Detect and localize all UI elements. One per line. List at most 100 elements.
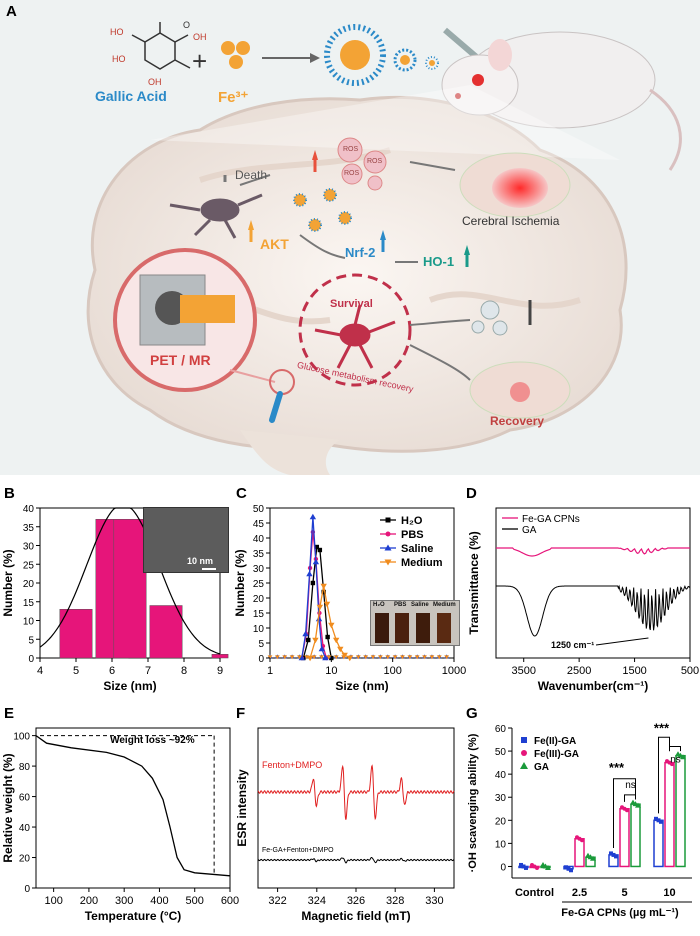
chart-g-bracket-ns-1 — [624, 794, 636, 802]
chart-g-bracket-2 — [658, 736, 670, 814]
chart-g-point — [545, 864, 551, 870]
svg-text:OH: OH — [148, 77, 162, 87]
chart-g-bracket-1 — [613, 778, 636, 848]
tem-scale-label: 10 nm — [187, 556, 214, 566]
chart-f-xtick-label: 328 — [386, 895, 404, 907]
chart-c-point — [306, 570, 313, 577]
chart-g-legend-label: Fe(III)-GA — [534, 749, 579, 760]
chart-c-legend-label: PBS — [401, 529, 424, 541]
chart-c-baseline-point — [370, 655, 376, 660]
chart-b-ytick-label: 10 — [23, 617, 35, 628]
chart-g-ns-1: ns — [625, 780, 636, 791]
chart-g-xtick-label: 10 — [663, 887, 675, 899]
chart-c-baseline-point — [355, 655, 361, 660]
chart-c-xtick-label: 1000 — [442, 665, 466, 677]
chart-c-point — [322, 654, 329, 661]
chart-c-baseline-point — [333, 655, 339, 660]
chart-c-ytick-label: 5 — [258, 639, 264, 650]
chart-c-point — [310, 580, 316, 586]
chart-g-sig-2: *** — [654, 721, 670, 736]
ho1-label: HO-1 — [423, 254, 455, 269]
chart-c-ytick-label: 50 — [253, 504, 265, 515]
chart-c-point — [318, 645, 326, 652]
chart-d-axes-frame — [495, 507, 691, 659]
chart-c-xtick-label: 10 — [325, 665, 337, 677]
panel-label-b: B — [4, 485, 15, 502]
ros-cluster — [337, 137, 387, 191]
chart-d-xtick-label: 1500 — [622, 665, 646, 677]
chart-e-ytick-label: 80 — [19, 762, 31, 773]
chart-g-ytick-label: 0 — [500, 862, 506, 873]
chart-c-baseline-point — [414, 655, 420, 660]
chart-c-baseline-point — [274, 655, 280, 660]
chart-b-ytick-label: 25 — [23, 560, 35, 571]
chart-c-ytick-label: 20 — [253, 594, 265, 605]
chart-e-xtick-label: 600 — [221, 895, 239, 907]
chart-g-bar — [630, 803, 641, 868]
nrf2-label: Nrf-2 — [345, 245, 376, 260]
chart-g-legend-label: Fe(II)-GA — [534, 736, 576, 747]
chart-c-point — [328, 622, 335, 629]
chart-g-point — [654, 816, 658, 821]
vial-label-saline: Saline — [411, 602, 429, 608]
chart-b-ytick-label: 20 — [23, 579, 35, 590]
chart-c-baseline-point — [348, 655, 354, 660]
chart-g-xtick-label: 2.5 — [572, 887, 587, 899]
ros-label-1: ROS — [343, 146, 359, 153]
chart-c-legend-marker — [384, 544, 392, 551]
chart-c-legend-marker — [385, 531, 391, 537]
chart-g-legend-marker — [520, 762, 528, 769]
chart-c-point — [325, 634, 330, 640]
chart-g-point — [590, 855, 596, 861]
chart-c-baseline-point — [267, 655, 273, 660]
chart-g-point — [564, 865, 568, 870]
chart-g-point — [569, 868, 573, 873]
ros-label-3: ROS — [344, 170, 360, 177]
chart-c-point — [320, 583, 327, 590]
chart-c-point — [312, 637, 319, 644]
chart-b-xtick-label: 9 — [217, 665, 223, 677]
chart-c-baseline-point — [378, 655, 383, 660]
panel-label-f: F — [236, 705, 246, 722]
chart-c-legend-label: H₂O — [401, 515, 423, 527]
chart-f-xtick-label: 322 — [268, 895, 286, 907]
panel-label-e: E — [4, 705, 15, 722]
chart-b-ylabel: Number (%) — [1, 549, 15, 616]
chart-b-ytick-label: 35 — [23, 523, 35, 534]
chart-c-point — [332, 637, 340, 644]
chart-f-xtick-label: 330 — [425, 895, 443, 907]
chart-g-point — [521, 864, 526, 869]
chart-c-ylabel: Number (%) — [233, 549, 247, 616]
svg-text:+: + — [192, 46, 207, 76]
chart-g-ytick-label: 30 — [495, 793, 507, 804]
chart-g-ns-2: ns — [670, 755, 681, 766]
chart-g-point — [659, 819, 663, 824]
chart-e-ylabel: Relative weight (%) — [1, 753, 15, 862]
chart-c-baseline-point — [429, 655, 435, 660]
panel-label-d: D — [466, 485, 477, 502]
fe-ion-label: Fe³⁺ — [218, 89, 249, 106]
chart-c-baseline-point — [326, 655, 332, 660]
chart-g-bar — [664, 761, 675, 868]
chart-d-ylabel: Transmittance (%) — [467, 531, 481, 634]
ischemic-brain-icon — [459, 152, 571, 218]
chart-g-point — [535, 865, 539, 870]
chart-c-ytick-label: 15 — [253, 609, 265, 620]
chart-f-trace1-label: Fenton+DMPO — [262, 760, 322, 770]
chart-g-point — [609, 851, 613, 856]
chart-g-point — [670, 762, 674, 767]
chart-d-xtick-label: 3500 — [511, 665, 535, 677]
ros-label-2: ROS — [367, 158, 383, 165]
panel-label-c: C — [236, 485, 247, 502]
chart-d-ga-trace — [496, 584, 690, 637]
tem-scale-bar — [202, 568, 216, 570]
chart-f-fega-trace — [257, 857, 455, 864]
panel-a-schematic: HO HO OH OH O + — [0, 0, 700, 475]
death-label: Death — [235, 168, 268, 182]
chart-e-ytick-label: 0 — [24, 884, 30, 895]
chart-g-legend-marker — [521, 750, 527, 756]
chart-c-ytick-label: 30 — [253, 564, 265, 575]
chart-c-series-line — [309, 585, 351, 659]
chart-d-xlabel: Wavenumber(cm⁻¹) — [538, 679, 649, 693]
chart-c-point — [302, 630, 309, 637]
